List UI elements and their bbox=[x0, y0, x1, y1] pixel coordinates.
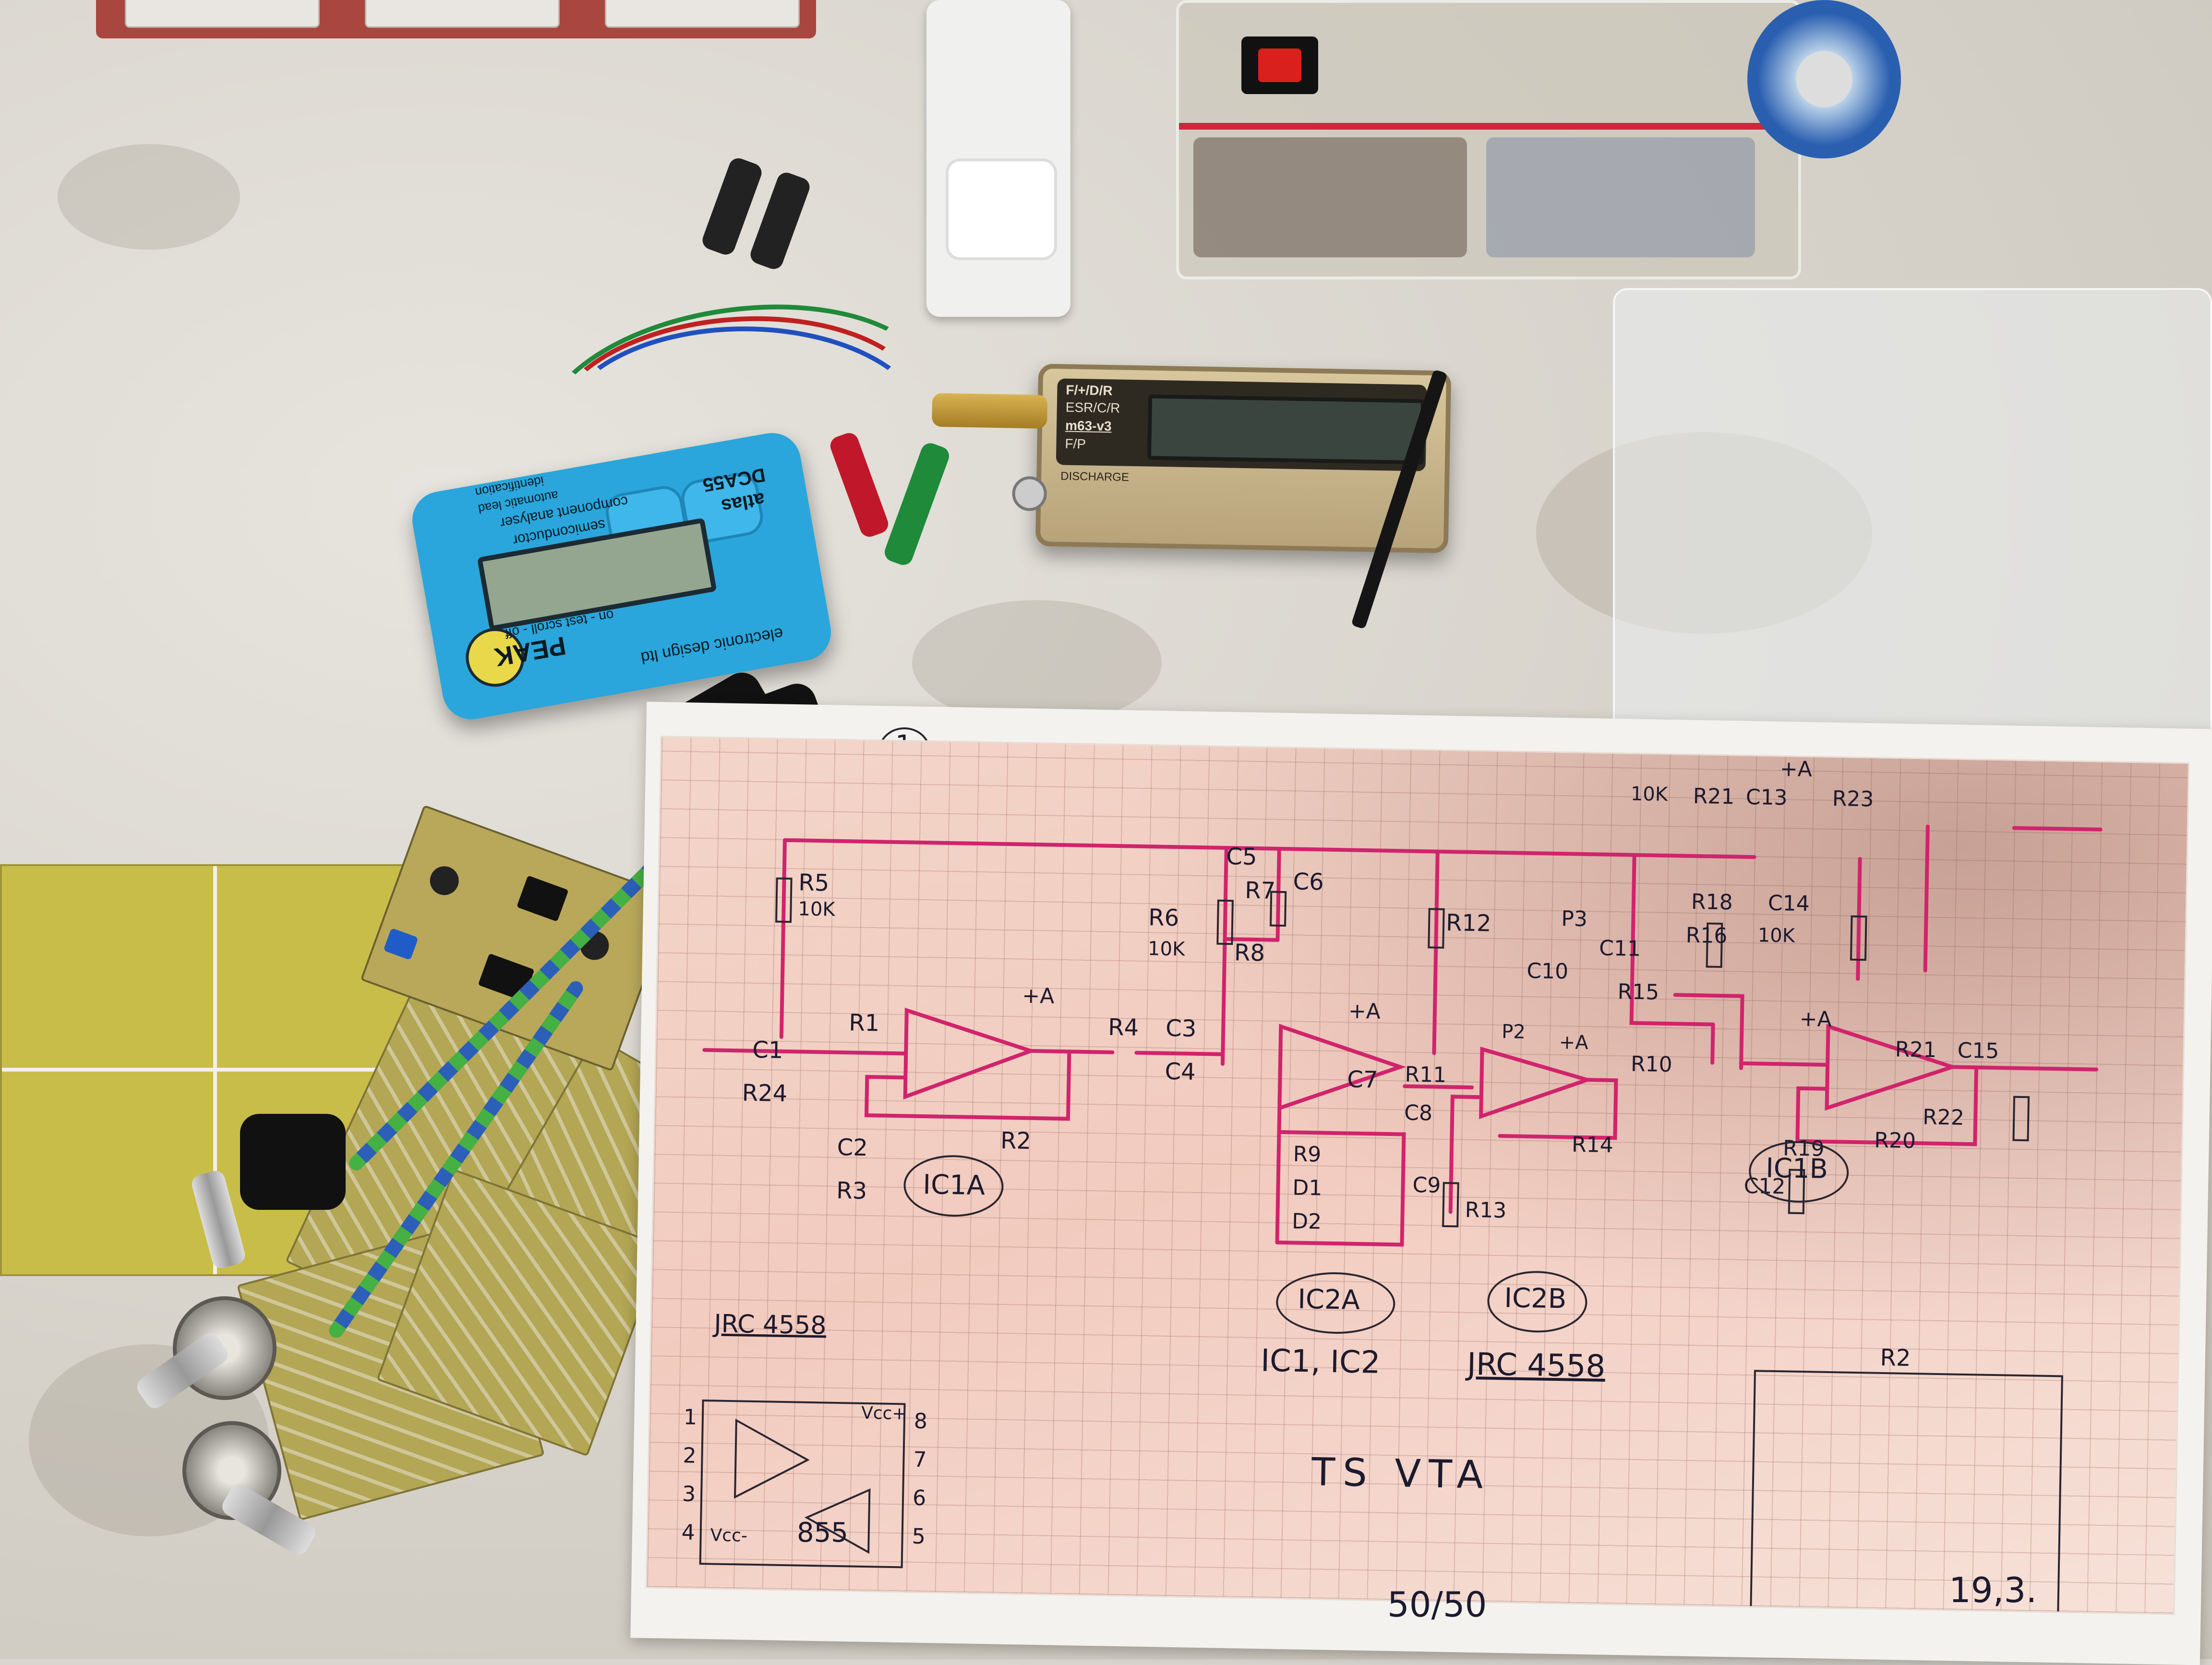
schematic-label: R14 bbox=[1571, 1132, 1614, 1158]
schematic-label: +A bbox=[1022, 983, 1055, 1009]
schematic-label: P3 bbox=[1561, 906, 1588, 932]
meter-panel: F/+/D/R ESR/C/R m63-v3 F/P bbox=[1056, 378, 1427, 471]
ic-model: JRC 4558 bbox=[713, 1309, 827, 1340]
trimmer bbox=[383, 928, 419, 961]
blue-lead-wire bbox=[557, 326, 931, 538]
schematic-label: R20 bbox=[1874, 1128, 1916, 1154]
pin-number: 4 bbox=[681, 1520, 696, 1545]
schematic-label: R3 bbox=[836, 1177, 867, 1205]
chip-label: IC2B bbox=[1503, 1282, 1567, 1315]
schematic-label: R5 bbox=[798, 869, 830, 897]
schematic-label: R16 bbox=[1685, 923, 1728, 949]
schematic-label: R23 bbox=[1832, 786, 1874, 812]
schematic-label: P2 bbox=[1501, 1021, 1526, 1043]
schematic-label: C10 bbox=[1527, 958, 1569, 984]
schematic-label: R24 bbox=[742, 1079, 788, 1108]
bench-stain bbox=[912, 600, 1162, 725]
pin-label: Vcc+ bbox=[861, 1403, 907, 1424]
bottom-note: 50/50 bbox=[1387, 1584, 1487, 1625]
pin-label: Vcc- bbox=[710, 1525, 748, 1546]
schematic-label: R8 bbox=[1234, 939, 1265, 967]
meter-mode-label: ESR/C/R bbox=[1065, 399, 1120, 416]
meter-fp-label: F/P bbox=[1065, 436, 1086, 452]
schematic-label: R6 bbox=[1148, 904, 1179, 932]
schematic-label: R15 bbox=[1617, 979, 1659, 1005]
chip-label: IC1A bbox=[922, 1169, 986, 1202]
ic-chip bbox=[517, 875, 569, 922]
schematic-label: C5 bbox=[1226, 843, 1258, 871]
storage-box bbox=[1176, 0, 1801, 279]
schematic-label: R2 bbox=[1880, 1344, 1911, 1372]
pin-number: 7 bbox=[913, 1447, 927, 1472]
schematic-label: R22 bbox=[1922, 1105, 1965, 1130]
schematic-label: R21 bbox=[1895, 1037, 1937, 1062]
schematic-label: C2 bbox=[837, 1134, 868, 1162]
circuit-title: TS VTA bbox=[1311, 1449, 1491, 1497]
meter-model: m63-v3 bbox=[1065, 418, 1112, 434]
schematic-label: +A bbox=[1779, 757, 1813, 782]
schematic-label: R9 bbox=[1293, 1142, 1322, 1167]
schematic-label: R1 bbox=[848, 1009, 880, 1037]
tester-subbrand: electronic design ltd bbox=[639, 624, 785, 667]
schematic-label: R7 bbox=[1244, 877, 1276, 905]
ic-model: JRC 4558 bbox=[1467, 1346, 1606, 1385]
schematic-label: +A bbox=[1559, 1031, 1589, 1054]
schematic-label: R12 bbox=[1445, 909, 1492, 937]
schematic-label: C4 bbox=[1165, 1058, 1196, 1086]
schematic-label: R11 bbox=[1405, 1062, 1447, 1088]
pin-number: 6 bbox=[912, 1485, 926, 1511]
schematic-label: D1 bbox=[1292, 1175, 1322, 1201]
pin-number: 1 bbox=[683, 1405, 697, 1430]
schematic-label: C8 bbox=[1404, 1100, 1433, 1126]
tray-bin bbox=[125, 0, 320, 28]
schematic-label: D2 bbox=[1291, 1209, 1322, 1234]
schematic-label: R4 bbox=[1107, 1013, 1139, 1041]
bench-stain bbox=[58, 144, 240, 250]
schematic-paper: C1 R1 R24 R5 10K C2 R3 R2 +A R4 C3 C4 R6… bbox=[645, 736, 2190, 1615]
meter-discharge-label: DISCHARGE bbox=[1060, 470, 1130, 484]
tray-bin bbox=[365, 0, 560, 28]
rca-jack[interactable] bbox=[1012, 476, 1047, 511]
schematic-label: 10K bbox=[1757, 924, 1795, 947]
schematic-drawing bbox=[699, 824, 2103, 1614]
schematic-label: C1 bbox=[752, 1036, 783, 1064]
schematic-label: C3 bbox=[1165, 1014, 1197, 1042]
meter-mode-label: F/+/D/R bbox=[1066, 382, 1113, 398]
jack-socket bbox=[240, 1114, 346, 1210]
ic-note: IC1, IC2 bbox=[1260, 1343, 1381, 1381]
schematic-label: C6 bbox=[1293, 868, 1324, 896]
parts-tray bbox=[96, 0, 816, 38]
solder-spool bbox=[1747, 0, 1901, 158]
brass-connector bbox=[932, 393, 1048, 429]
schematic-label: C7 bbox=[1346, 1066, 1379, 1094]
power-strip bbox=[926, 0, 1070, 317]
chip-label: IC2A bbox=[1297, 1283, 1360, 1316]
meter-lcd bbox=[1147, 394, 1425, 465]
schematic-label: C14 bbox=[1767, 891, 1810, 917]
pin-number: 8 bbox=[914, 1409, 928, 1434]
schematic-label: 10K bbox=[798, 898, 836, 921]
schematic-label: +A bbox=[1348, 999, 1381, 1024]
bottom-note: 855 bbox=[797, 1517, 848, 1548]
schematic-label: 10K bbox=[1147, 938, 1185, 961]
chip-label: IC1B bbox=[1765, 1152, 1828, 1185]
schematic-label: R13 bbox=[1465, 1197, 1507, 1223]
schematic-label: C15 bbox=[1957, 1038, 1999, 1064]
schematic-label: +A bbox=[1799, 1006, 1832, 1032]
schematic-label: C13 bbox=[1745, 784, 1788, 810]
bottom-note: 19,3. bbox=[1949, 1570, 2037, 1610]
schematic-label: R21 bbox=[1693, 784, 1735, 809]
pin-number: 5 bbox=[912, 1524, 926, 1549]
tray-bin bbox=[605, 0, 800, 28]
schematic-label: C9 bbox=[1412, 1172, 1441, 1198]
capacitor bbox=[426, 862, 463, 899]
red-switch bbox=[1258, 48, 1301, 82]
schematic-label: R10 bbox=[1630, 1051, 1673, 1077]
schematic-label: 10K bbox=[1630, 783, 1668, 806]
schematic-label: R2 bbox=[1000, 1127, 1032, 1155]
schematic-label: R18 bbox=[1691, 889, 1733, 915]
pin-number: 3 bbox=[682, 1482, 696, 1507]
schematic-label: C11 bbox=[1599, 936, 1641, 962]
pin-number: 2 bbox=[683, 1443, 697, 1468]
